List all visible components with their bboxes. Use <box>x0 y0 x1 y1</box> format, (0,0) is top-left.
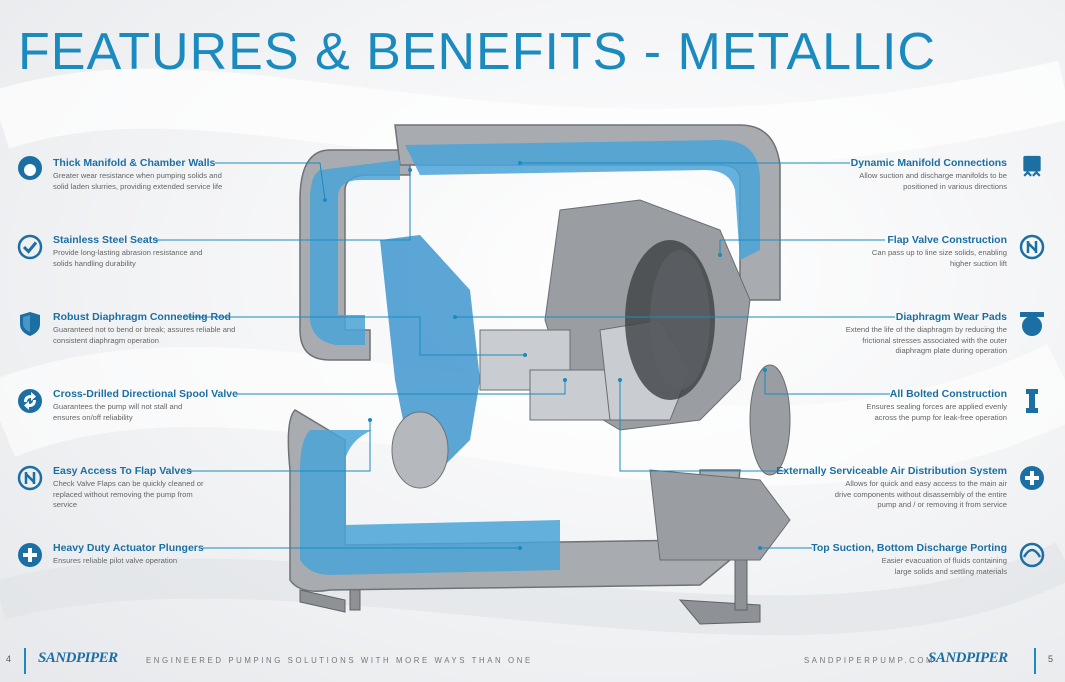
sandpiper-logo-left: SANDPIPER <box>38 650 118 666</box>
manifold-wall-icon <box>18 156 42 180</box>
feature-description: Allows for quick and easy access to the … <box>834 479 1007 509</box>
feature-connecting-rod: Robust Diaphragm Connecting Rod Guarante… <box>53 311 353 346</box>
feature-description: Extend the life of the diaphragm by redu… <box>845 325 1007 355</box>
bolt-icon <box>1026 389 1038 413</box>
left-chamber <box>380 235 480 470</box>
sandpiper-logo-right: SANDPIPER <box>928 650 1008 666</box>
feature-title: Cross-Drilled Directional Spool Valve <box>53 388 238 400</box>
feature-title: Easy Access To Flap Valves <box>53 465 192 477</box>
wear-pad-icon <box>1020 312 1044 336</box>
page-title: FEATURES & BENEFITS - METALLIC <box>18 23 936 81</box>
feature-title: Heavy Duty Actuator Plungers <box>53 542 204 554</box>
top-fluid-channel <box>405 140 760 260</box>
feature-title: Robust Diaphragm Connecting Rod <box>53 311 231 323</box>
checkmark-icon <box>17 234 43 260</box>
pump-base <box>299 559 761 625</box>
feature-description: Provide long-lasting abrasion resistance… <box>53 248 203 268</box>
flap-valve-icon <box>1019 234 1045 260</box>
flap-valve-icon <box>17 465 43 491</box>
feature-flap-access: Easy Access To Flap Valves Check Valve F… <box>53 465 353 511</box>
page-number-left: 4 <box>6 654 12 664</box>
feature-description: Check Valve Flaps can be quickly cleaned… <box>53 479 204 509</box>
feature-description: Greater wear resistance when pumping sol… <box>53 171 223 191</box>
plus-icon <box>1020 466 1044 490</box>
footer-divider-right <box>1034 648 1036 674</box>
feature-title: All Bolted Construction <box>889 388 1007 400</box>
feature-description: Ensures reliable pilot valve operation <box>53 556 178 565</box>
feature-title: Flap Valve Construction <box>887 234 1007 246</box>
inlet-port <box>391 411 449 489</box>
feature-description: Ensures sealing forces are applied evenl… <box>866 402 1007 422</box>
feature-description: Allow suction and discharge manifolds to… <box>859 171 1007 191</box>
footer-divider-left <box>24 648 26 674</box>
feature-description: Easier evacuation of fluids containing l… <box>881 556 1007 576</box>
feature-title: Externally Serviceable Air Distribution … <box>776 465 1007 477</box>
feature-dynamic-manifold: Dynamic Manifold Connections Allow sucti… <box>707 157 1007 192</box>
footer-tagline: ENGINEERED PUMPING SOLUTIONS WITH MORE W… <box>146 656 533 665</box>
plus-icon <box>18 543 42 567</box>
porting-icon <box>1019 542 1045 568</box>
feature-spool-valve: Cross-Drilled Directional Spool Valve Gu… <box>53 388 353 423</box>
feature-air-distribution: Externally Serviceable Air Distribution … <box>707 465 1007 511</box>
callout-dots <box>323 161 767 550</box>
callout-lines <box>156 162 895 549</box>
footer-website[interactable]: SANDPIPERPUMP.COM <box>804 656 936 665</box>
feature-title: Thick Manifold & Chamber Walls <box>53 157 216 169</box>
feature-porting: Top Suction, Bottom Discharge Porting Ea… <box>707 542 1007 577</box>
feature-flap-construction: Flap Valve Construction Can pass up to l… <box>707 234 1007 269</box>
feature-title: Diaphragm Wear Pads <box>895 311 1007 323</box>
page-number-right: 5 <box>1048 654 1054 664</box>
manifold-connection-icon <box>1023 155 1041 177</box>
feature-description: Guaranteed not to bend or break; assures… <box>53 325 236 345</box>
bottom-fluid-channel <box>300 430 560 575</box>
feature-title: Top Suction, Bottom Discharge Porting <box>811 542 1007 554</box>
feature-title: Dynamic Manifold Connections <box>850 157 1007 169</box>
feature-description: Guarantees the pump will not stall and e… <box>53 402 183 422</box>
feature-description: Can pass up to line size solids, enablin… <box>871 248 1007 268</box>
feature-thick-manifold: Thick Manifold & Chamber Walls Greater w… <box>53 157 353 192</box>
feature-bolted-construction: All Bolted Construction Ensures sealing … <box>707 388 1007 423</box>
feature-stainless-seats: Stainless Steel Seats Provide long-lasti… <box>53 234 353 269</box>
feature-wear-pads: Diaphragm Wear Pads Extend the life of t… <box>707 311 1007 357</box>
feature-actuator-plungers: Heavy Duty Actuator Plungers Ensures rel… <box>53 542 353 567</box>
cycle-arrows-icon <box>18 389 42 413</box>
left-fluid-channel <box>310 160 400 345</box>
feature-title: Stainless Steel Seats <box>53 234 159 246</box>
shield-icon <box>20 312 40 336</box>
